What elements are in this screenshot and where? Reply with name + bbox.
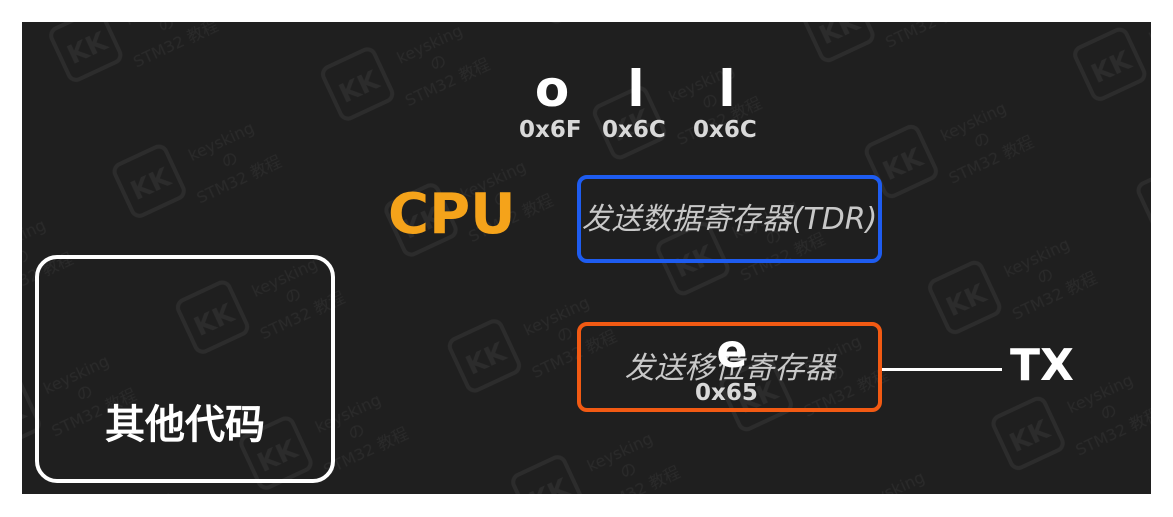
diagram-canvas: KK keysking の STM32 教程 o 0x6F l 0x6C l 0… xyxy=(22,22,1151,494)
shift-hex-65: 0x65 xyxy=(695,380,758,406)
tx-line xyxy=(882,368,1002,371)
queue-char-o: o xyxy=(534,60,570,118)
other-code-label: 其他代码 xyxy=(105,402,265,448)
shift-char-e: e xyxy=(716,324,748,378)
queue-char-l-first: l xyxy=(627,60,645,118)
queue-hex-6c-second: 0x6C xyxy=(693,117,757,143)
tdr-label: 发送数据寄存器(TDR) xyxy=(581,202,878,237)
queue-hex-6c-first: 0x6C xyxy=(602,117,666,143)
tsr-label: 发送移位寄存器 xyxy=(624,351,835,386)
queue-char-l-second: l xyxy=(718,60,736,118)
tx-label: TX xyxy=(1010,340,1074,391)
tsr-box: 发送移位寄存器 e 0x65 xyxy=(577,322,882,412)
tdr-box: 发送数据寄存器(TDR) xyxy=(577,175,882,263)
queue-hex-6f: 0x6F xyxy=(519,117,582,143)
other-code-box: 其他代码 xyxy=(35,255,335,483)
cpu-label: CPU xyxy=(388,182,516,247)
